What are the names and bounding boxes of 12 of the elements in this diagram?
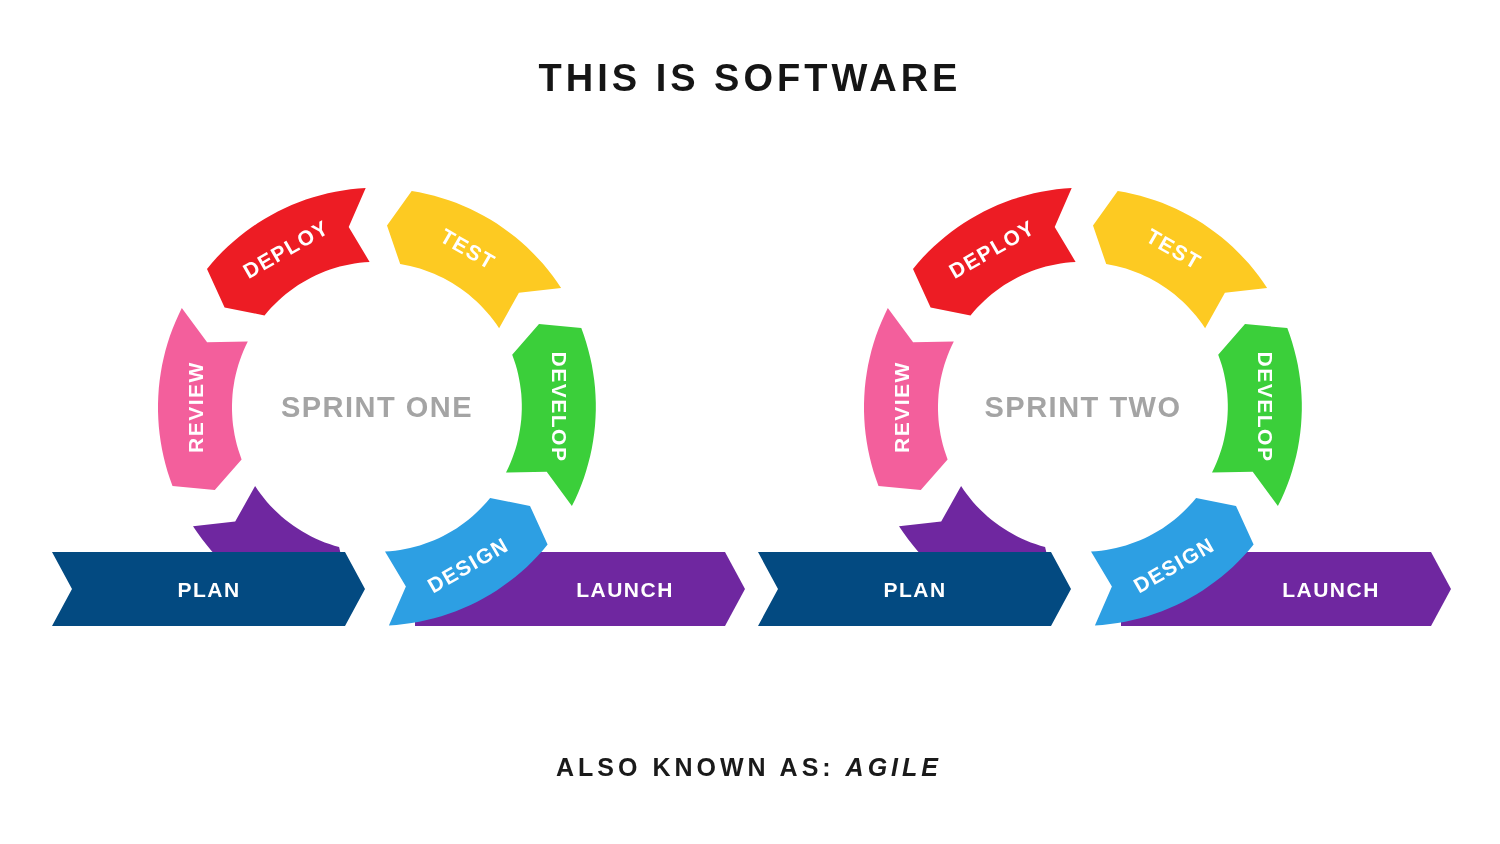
- stage-label: PLAN: [883, 578, 947, 600]
- sprint-label: SPRINT TWO: [984, 392, 1182, 422]
- stage-label: LAUNCH: [576, 578, 674, 600]
- stage-label: LAUNCH: [1282, 578, 1380, 600]
- stage-label: PLAN: [177, 578, 241, 600]
- stage-label: DEVELOP: [548, 351, 570, 463]
- caption: ALSO KNOWN AS: AGILE: [556, 754, 942, 780]
- stage-label: REVIEW: [890, 361, 912, 453]
- sprint-label: SPRINT ONE: [280, 392, 474, 422]
- stage-label: DEVELOP: [1254, 351, 1276, 463]
- stage-label: REVIEW: [184, 361, 206, 453]
- diagram-title: THIS IS SOFTWARE: [538, 59, 962, 97]
